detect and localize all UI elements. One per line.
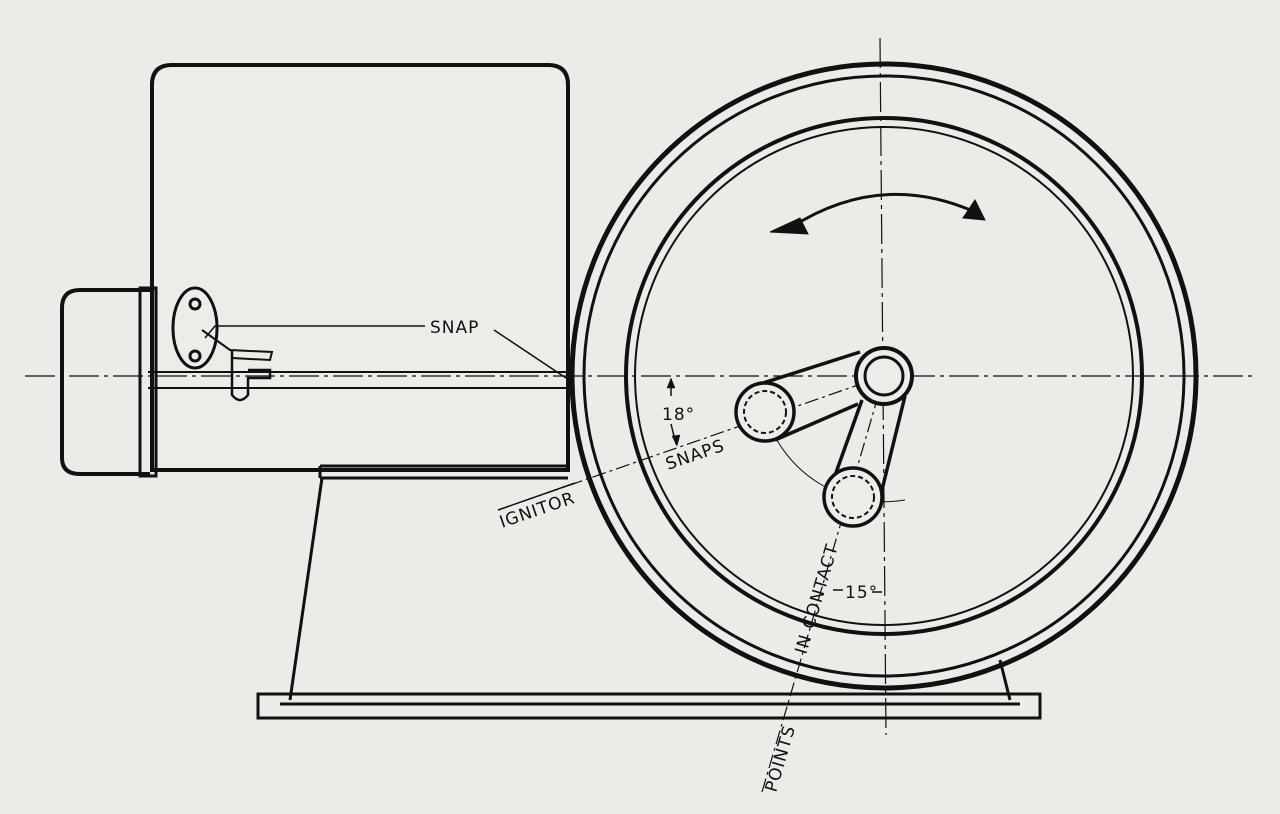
angle-15-dimension — [833, 589, 882, 593]
vertical-centerline — [879, 37, 887, 736]
engine-base — [288, 464, 1012, 701]
crank-arm-snap — [759, 350, 861, 442]
points-label: POINTS — [762, 723, 801, 794]
base-plate — [256, 692, 1042, 720]
ignitor-plate — [171, 286, 219, 370]
ignitor-trip — [230, 350, 272, 402]
ignitor-stud-bottom — [188, 349, 202, 363]
ignitor-stud-top — [188, 297, 202, 311]
points-contact-line — [761, 375, 885, 793]
angle-15-label: 15° — [845, 583, 878, 603]
rotation-arrow-icon — [789, 192, 976, 230]
in-contact-label: IN CONTACT — [792, 542, 843, 657]
angle-18-label: 18° — [662, 405, 695, 425]
ignitor-label: IGNITOR — [497, 488, 578, 532]
snap-leader — [204, 325, 567, 379]
ignitor-lever — [201, 329, 274, 362]
head-flange — [138, 286, 158, 478]
engine-housing — [150, 63, 570, 472]
cylinder-head — [60, 288, 150, 476]
snap-label: SNAP — [430, 318, 479, 338]
